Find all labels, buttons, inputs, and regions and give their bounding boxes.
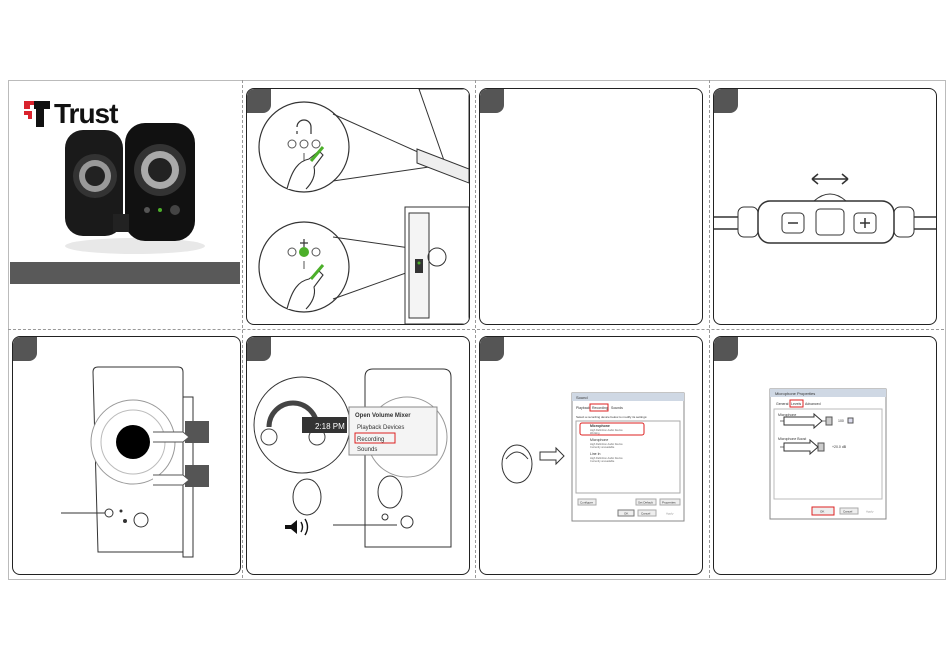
dialog-tab-levels[interactable]: Levels: [791, 402, 801, 406]
step-panel-connect: [246, 88, 470, 325]
device-name[interactable]: Microphone: [590, 438, 608, 442]
dialog-title: Sound: [576, 395, 588, 400]
trust-logo: Trust: [24, 98, 118, 130]
mixer-menu-item-recording[interactable]: Recording: [357, 437, 384, 443]
recording-dialog-illustration: Sound Playback Recording Sounds Select a…: [501, 392, 685, 522]
page-border: [8, 80, 946, 580]
device-desc: High Definition Audio Device: [590, 442, 623, 446]
mic-level-value: 100: [838, 419, 844, 423]
speaker-mute-icon[interactable]: [847, 417, 854, 424]
step-panel-blank: [479, 88, 703, 325]
ok-button[interactable]: OK: [624, 512, 628, 516]
mixer-menu-item[interactable]: Sounds: [357, 447, 377, 453]
step-number-badge: [714, 337, 738, 361]
step-panel-recording-dialog: Sound Playback Recording Sounds Select a…: [479, 336, 703, 575]
device-status: Working: [590, 431, 600, 435]
step-number-badge: [480, 89, 504, 113]
cover-banner: [10, 262, 240, 284]
plus-icon: [860, 218, 870, 228]
boost-value: +20.0 dB: [832, 445, 847, 449]
mic-properties-illustration: Microphone Properties General Levels Adv…: [769, 388, 887, 520]
ok-button[interactable]: OK: [820, 510, 824, 514]
step-panel-speaker-front: [12, 336, 241, 575]
connection-illustration: [258, 89, 469, 324]
boost-slider[interactable]: [817, 442, 825, 452]
device-status: Currently unavailable: [590, 445, 615, 449]
step-panel-remote-control: [713, 88, 937, 325]
tray-time: 2:18 PM: [315, 422, 345, 431]
microphone-label: Microphone: [778, 413, 796, 417]
boost-label: Microphone Boost: [778, 437, 806, 441]
dialog-tab[interactable]: General: [776, 402, 789, 406]
step-number-badge: [247, 337, 271, 361]
step-number-badge: [480, 337, 504, 361]
speaker-tray-illustration: 2:18 PM Open Volume Mixer Playback Devic…: [253, 368, 452, 548]
device-desc: High Definition Audio Device: [590, 428, 623, 432]
step-number-badge: [13, 337, 37, 361]
apply-button[interactable]: Apply: [866, 510, 874, 514]
dialog-title: Microphone Properties: [775, 391, 815, 396]
device-desc: High Definition Audio Device: [590, 456, 623, 460]
apply-button[interactable]: Apply: [666, 512, 674, 516]
fold-line: [8, 329, 944, 330]
dialog-tab-recording[interactable]: Recording: [592, 406, 608, 410]
device-name[interactable]: Microphone: [590, 424, 610, 428]
step-number-badge: [714, 89, 738, 113]
arrow-icon: [539, 446, 565, 466]
step-number-badge: [247, 89, 271, 113]
speaker-product-photo: [65, 123, 205, 254]
dialog-tab[interactable]: Playback: [576, 406, 590, 410]
speaker-front-illustration: [61, 366, 209, 558]
brand-name: Trust: [54, 98, 118, 129]
remote-control-illustration: [714, 173, 936, 244]
slide-arrow-icon: [811, 173, 849, 185]
cancel-button[interactable]: Cancel: [843, 510, 853, 514]
mixer-menu-item[interactable]: Open Volume Mixer: [355, 413, 411, 419]
mic-level-slider[interactable]: [825, 416, 833, 426]
mouse-icon: [501, 444, 533, 484]
speaker-volume-icon: [285, 520, 297, 534]
properties-button[interactable]: Properties: [662, 501, 676, 505]
cancel-button[interactable]: Cancel: [641, 512, 651, 516]
trust-logo-icon: [24, 101, 50, 127]
configure-button[interactable]: Configure: [580, 501, 593, 505]
dialog-tab[interactable]: Sounds: [611, 406, 623, 410]
step-panel-mic-properties: Microphone Properties General Levels Adv…: [713, 336, 937, 575]
mixer-menu-item[interactable]: Playback Devices: [357, 425, 404, 431]
dialog-tab[interactable]: Advanced: [805, 402, 821, 406]
device-status: Currently unavailable: [590, 459, 615, 463]
set-default-button[interactable]: Set Default: [638, 501, 653, 505]
step-panel-volume-mixer: 2:18 PM Open Volume Mixer Playback Devic…: [246, 336, 470, 575]
dialog-instruction: Select a recording device below to modif…: [576, 415, 647, 419]
device-name[interactable]: Line In: [590, 452, 601, 456]
